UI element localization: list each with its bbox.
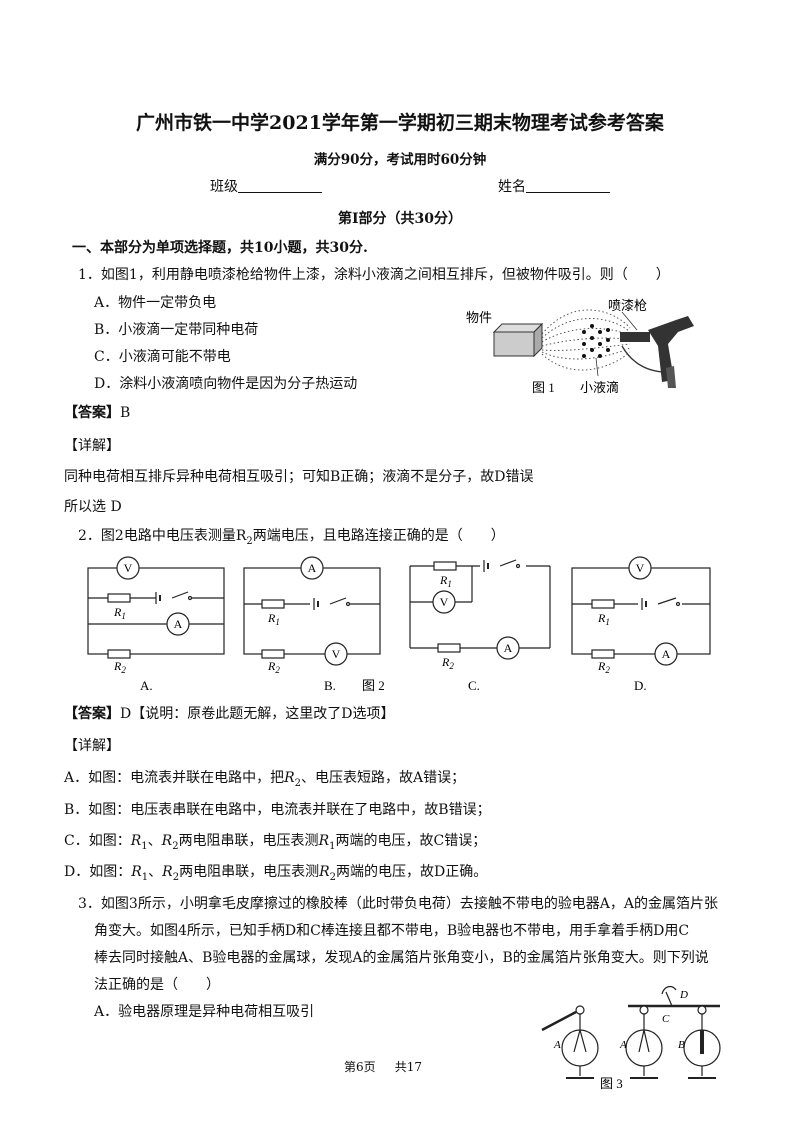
q1-detail: 同种电荷相互排斥异种电荷相互吸引；可知B正确；液滴不是分子，故D错误 (64, 469, 534, 485)
q1-answer-label: 【答案】 (64, 405, 120, 421)
page-title: 广州市铁一中学2021学年第一学期初三期末物理考试参考答案 (136, 112, 664, 134)
class-blank (238, 178, 322, 193)
q3-figure-electroscopes: A A B C D 图 3 (541, 985, 721, 1090)
svg-text:R1: R1 (113, 605, 126, 621)
name-field: 姓名 (498, 177, 610, 197)
q2-option-c-letter: C. (468, 678, 480, 693)
q3-label-a-fig3: A (553, 1039, 561, 1051)
q2d-r1-label: R (597, 611, 606, 625)
class-field: 班级 (210, 177, 322, 197)
q2-stem: 2．图2电路中电压表测量R2两端电压，且电路连接正确的是（ ） (78, 528, 505, 547)
part-intro: 一、本部分为单项选择题，共10小题，共30分. (72, 240, 368, 256)
q2-option-a-letter: A. (140, 678, 153, 693)
q2d-ammeter-label: A (662, 647, 671, 661)
q1-label-object: 物件 (466, 310, 492, 325)
q1-stem: 1．如图1，利用静电喷漆枪给物件上漆，涂料小液滴之间相互排斥，但被物件吸引。则（… (78, 267, 670, 283)
svg-text:R2: R2 (597, 659, 610, 675)
q1-answer-value: B (120, 405, 131, 421)
q2-detail-d: D．如图：R1、R2两电阻串联，电压表测R2两端的电压，故D正确。 (64, 864, 488, 883)
q3-label-b: B (678, 1039, 685, 1051)
q1-fig-caption: 图 1 (532, 380, 555, 395)
q2c-r2-label: R (441, 655, 450, 669)
svg-text:R2: R2 (441, 655, 454, 671)
class-label: 班级 (210, 179, 238, 195)
q3-label-d: D (679, 989, 688, 1001)
q2-detail-label: 【详解】 (64, 738, 120, 754)
q2a-r1-label: R (113, 605, 122, 619)
q2b-r2-label: R (267, 659, 276, 673)
q2-figure-circuits: V A A V V A V A R1 R2 R1 R2 R1 R2 R1 R2 … (87, 556, 711, 693)
section-title: 第I部分（共30分） (337, 211, 463, 227)
q2-answer-value: D【说明：原卷此题无解，这里改了D选项】 (120, 706, 395, 722)
q2d-voltmeter-label: V (636, 561, 645, 575)
q3-fig-caption: 图 3 (600, 1076, 623, 1090)
q1-conclusion: 所以选 D (64, 499, 122, 515)
svg-text:R2: R2 (267, 659, 280, 675)
q3-stem-line3: 棒去同时接触A、B验电器的金属球，发现A的金属箔片张角变小，B的金属箔片张角变大… (94, 950, 709, 966)
q2-detail-c: C．如图：R1、R2两电阻串联，电压表测R1两端的电压，故C错误； (64, 833, 487, 852)
q2-fig-caption: 图 2 (362, 678, 385, 693)
q2b-r1-label: R (267, 611, 276, 625)
q2d-r2-label: R (597, 659, 606, 673)
q3-option-a: A．验电器原理是异种电荷相互吸引 (94, 1004, 315, 1020)
q2b-ammeter-label: A (308, 561, 317, 575)
q3-label-a-fig4: A (619, 1039, 627, 1051)
svg-text:R1: R1 (597, 611, 610, 627)
q3-stem-line2: 角变大。如图4所示，已知手柄D和C棒连接且都不带电，B验电器也不带电，用手拿着手… (94, 923, 690, 939)
q3-stem-line1: 3．如图3所示，小明拿毛皮摩擦过的橡胶棒（此时带负电荷）去接触不带电的验电器A，… (78, 896, 719, 912)
q1-option-b: B．小液滴一定带同种电荷 (94, 322, 259, 338)
q1-option-d: D．涂料小液滴喷向物件是因为分子热运动 (94, 376, 358, 392)
q3-label-c: C (662, 1013, 670, 1025)
q1-label-gun: 喷漆枪 (608, 298, 647, 313)
q1-option-a: A．物件一定带负电 (94, 295, 217, 311)
q2-detail-b: B．如图：电压表串联在电路中，电流表并联在了电路中，故B错误； (64, 802, 491, 818)
q1-answer: 【答案】B (64, 403, 130, 423)
name-blank (526, 178, 610, 193)
q2-answer-label: 【答案】 (64, 706, 120, 722)
exam-subtitle: 满分90分，考试用时60分钟 (313, 152, 487, 168)
q1-detail-label: 【详解】 (64, 438, 120, 454)
q1-option-c: C．小液滴可能不带电 (94, 349, 231, 365)
q1-label-droplet: 小液滴 (580, 380, 619, 395)
svg-text:R1: R1 (267, 611, 280, 627)
q2b-voltmeter-label: V (332, 647, 341, 661)
q2c-ammeter-label: A (504, 641, 513, 655)
q2a-ammeter-label: A (174, 617, 183, 631)
q2a-r2-label: R (113, 659, 122, 673)
q2-option-b-letter: B. (324, 678, 336, 693)
q2-option-d-letter: D. (634, 678, 647, 693)
q1-figure-spray-gun: 物件 喷漆枪 图 1 小液滴 (466, 298, 694, 395)
svg-text:R2: R2 (113, 659, 126, 675)
svg-text:R1: R1 (439, 573, 452, 589)
page-number: 第6页 (344, 1060, 376, 1074)
page-total: 共17 (394, 1060, 422, 1074)
q2a-voltmeter-label: V (124, 561, 133, 575)
q2c-r1-label: R (439, 573, 448, 587)
q2-detail-a: A．如图：电流表并联在电路中，把R2、电压表短路，故A错误； (64, 770, 466, 789)
q3-stem-line4: 法正确的是（ ） (94, 977, 220, 993)
page-footer: 第6页 共17 (344, 1058, 422, 1075)
q2-answer: 【答案】D【说明：原卷此题无解，这里改了D选项】 (64, 704, 394, 724)
q2c-voltmeter-label: V (440, 595, 449, 609)
name-label: 姓名 (498, 179, 526, 195)
